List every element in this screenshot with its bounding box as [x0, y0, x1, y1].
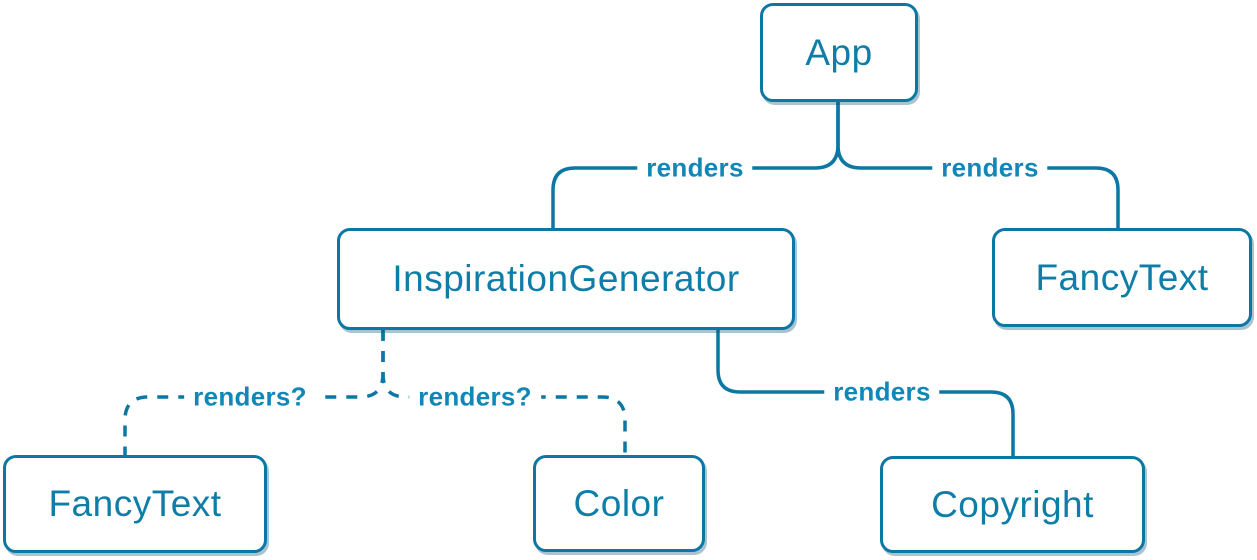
node-fancy-text-top: FancyText [992, 228, 1252, 327]
edge-inspirationgenerator-to-fancytext [123, 330, 385, 455]
edge-label-renders-copyright: renders [824, 375, 940, 409]
edge-label-renders-app-inspirationgenerator: renders [637, 151, 753, 185]
node-copyright: Copyright [880, 456, 1145, 553]
node-color: Color [533, 455, 705, 552]
edge-label-renders-maybe-fancytext: renders? [184, 380, 316, 414]
node-inspiration-generator: InspirationGenerator [337, 228, 795, 330]
edge-label-renders-maybe-color: renders? [409, 380, 541, 414]
edge-inspirationgenerator-to-color [381, 330, 627, 455]
node-app: App [760, 3, 918, 102]
edge-label-renders-app-fancytext: renders [932, 151, 1048, 185]
node-fancy-text-bottom: FancyText [3, 455, 267, 553]
